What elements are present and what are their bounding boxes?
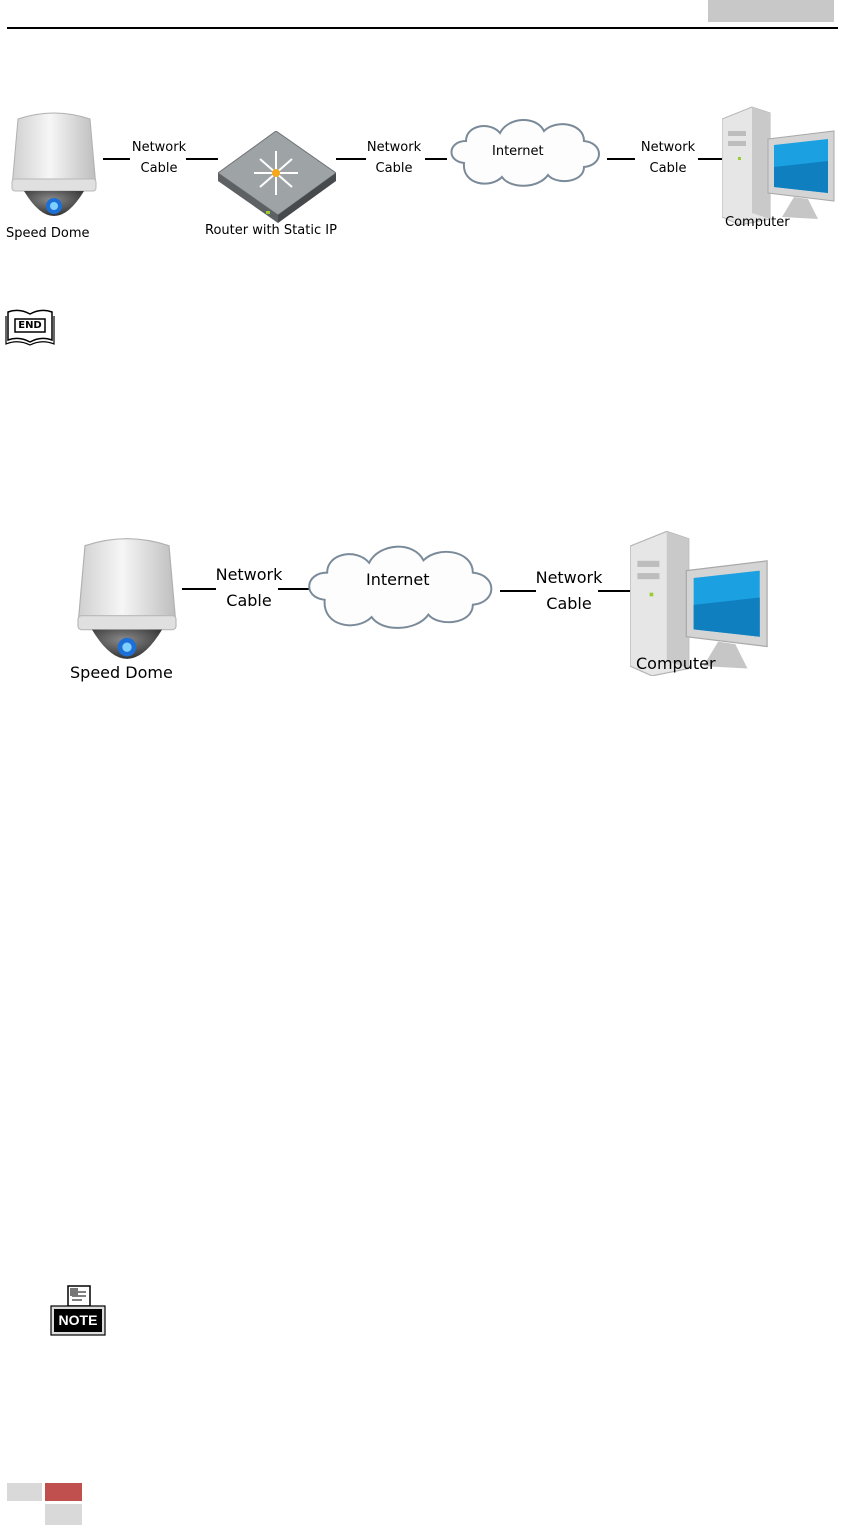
cable-line xyxy=(598,590,632,592)
computer-icon xyxy=(630,530,768,676)
internet-cloud-icon xyxy=(308,545,493,629)
footer-red-block xyxy=(45,1483,82,1501)
network-diagram-direct: Speed Dome Network Cable Internet Networ… xyxy=(0,520,846,690)
cable-label-line2: Cable xyxy=(140,161,178,176)
note-icon-text: NOTE xyxy=(58,1312,98,1328)
cable-line xyxy=(698,158,723,160)
router-label: Router with Static IP xyxy=(205,223,337,238)
cable-label-line1: Network xyxy=(215,565,283,584)
footer-gray-block-bottom xyxy=(45,1504,82,1525)
speed-dome-label: Speed Dome xyxy=(70,663,173,682)
cable-label: Network Cable xyxy=(532,565,606,617)
cable-label-line1: Network xyxy=(640,140,696,155)
speed-dome-icon xyxy=(77,538,177,659)
cable-label-line2: Cable xyxy=(226,591,272,610)
speed-dome-icon xyxy=(11,112,97,216)
cable-label-line2: Cable xyxy=(546,594,592,613)
cable-label-line1: Network xyxy=(131,140,187,155)
cable-line xyxy=(182,588,216,590)
internet-label: Internet xyxy=(492,144,544,159)
internet-label: Internet xyxy=(366,570,430,589)
cable-line xyxy=(103,158,130,160)
cable-label-line1: Network xyxy=(535,568,603,587)
end-icon-text: END xyxy=(18,320,42,331)
router-icon xyxy=(218,131,336,223)
header-tab xyxy=(708,0,834,22)
cable-line xyxy=(186,158,218,160)
cable-label-line1: Network xyxy=(366,140,422,155)
note-icon: NOTE xyxy=(50,1284,106,1336)
computer-icon xyxy=(722,106,835,225)
computer-label: Computer xyxy=(725,215,790,230)
cable-line xyxy=(278,588,314,590)
cable-line xyxy=(607,158,635,160)
end-book-icon: END xyxy=(5,306,55,346)
speed-dome-label: Speed Dome xyxy=(6,226,90,241)
cable-label-line2: Cable xyxy=(375,161,413,176)
cable-line xyxy=(425,158,447,160)
computer-label: Computer xyxy=(636,654,716,673)
network-diagram-router: Speed Dome Network Cable Router with Sta… xyxy=(0,95,846,245)
cable-label: Network Cable xyxy=(635,137,701,179)
footer-gray-block xyxy=(7,1483,42,1501)
cable-label: Network Cable xyxy=(213,562,285,614)
cable-line xyxy=(500,590,536,592)
cable-label: Network Cable xyxy=(363,137,425,179)
header-rule xyxy=(7,27,838,29)
cable-label: Network Cable xyxy=(128,137,190,179)
cable-label-line2: Cable xyxy=(649,161,687,176)
cable-line xyxy=(336,158,366,160)
internet-cloud-icon xyxy=(450,119,600,187)
